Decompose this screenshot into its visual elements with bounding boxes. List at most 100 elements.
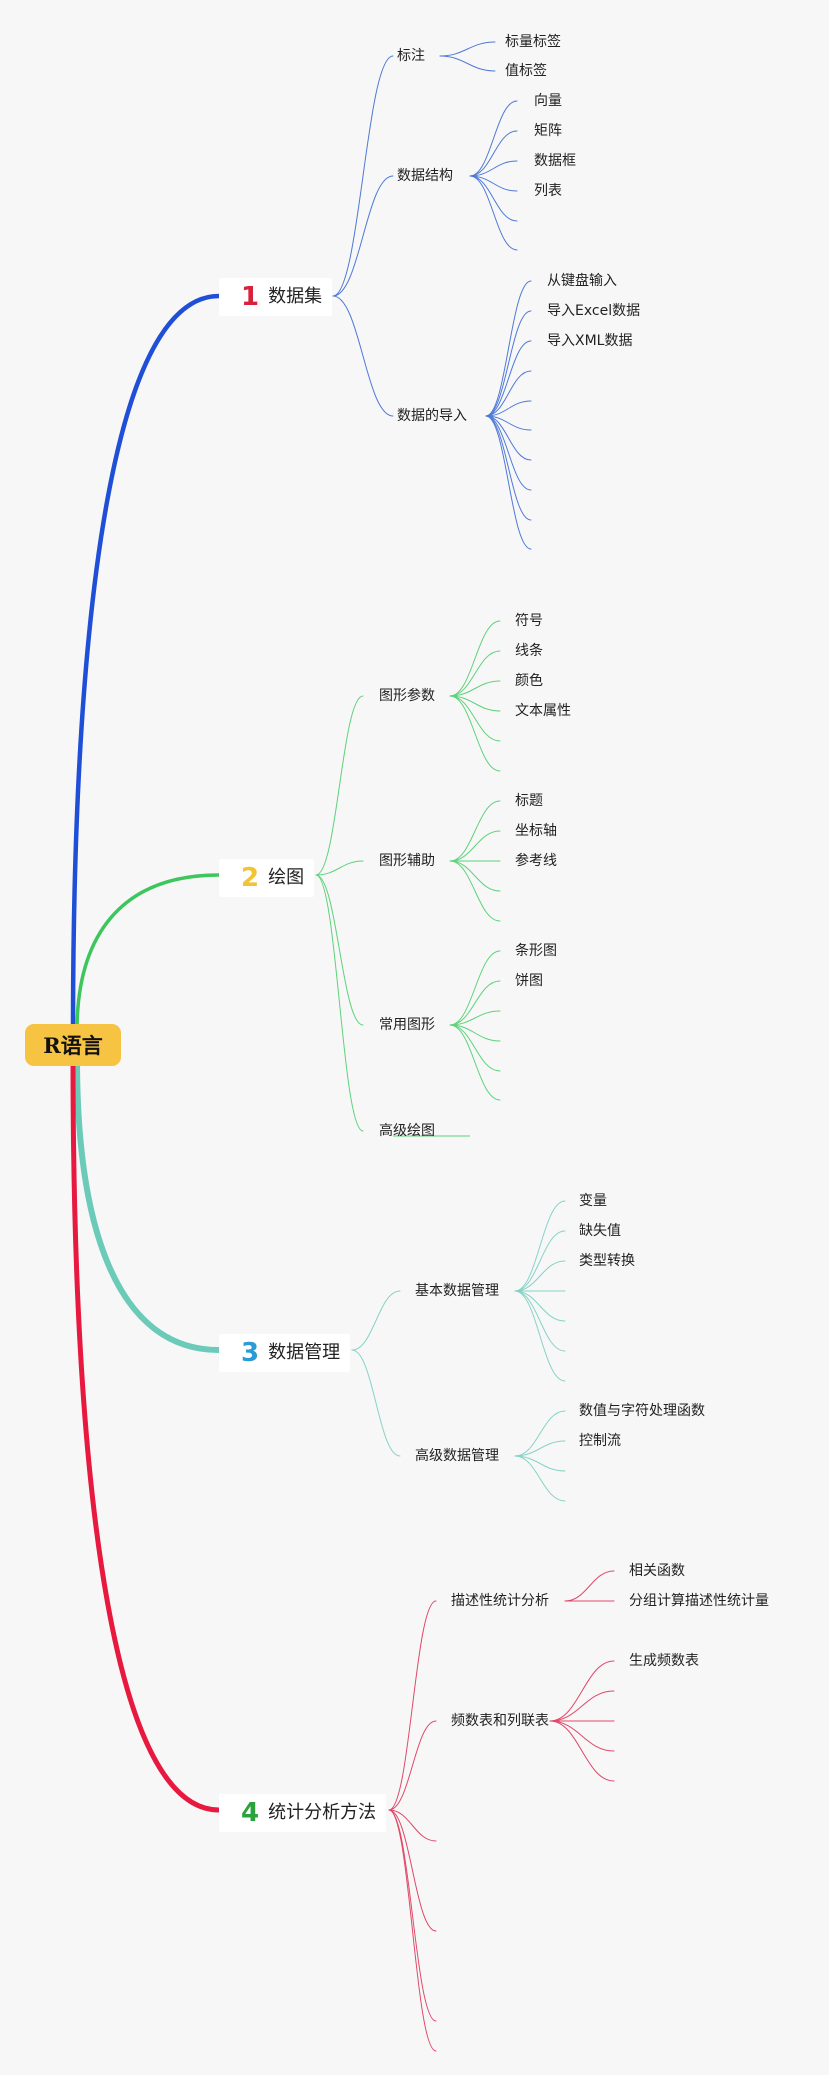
branch-node-4[interactable]: 4 统计分析方法 xyxy=(219,1794,387,1832)
branch-connector-2 xyxy=(75,873,221,1033)
branch-label-3: 数据管理 xyxy=(268,1342,341,1363)
branch-node-3[interactable]: 3 数据管理 xyxy=(219,1334,351,1372)
leaf-label[interactable]: 导入Excel数据 xyxy=(547,303,641,319)
leaf-label[interactable]: 条形图 xyxy=(515,943,557,959)
topic-label[interactable]: 图形参数 xyxy=(379,688,435,704)
leaf-connector xyxy=(449,1024,501,1072)
leaf-connector xyxy=(449,980,501,1026)
leaf-label[interactable]: 矩阵 xyxy=(534,123,562,139)
leaf-label[interactable]: 分组计算描述性统计量 xyxy=(629,1593,769,1609)
leaf-label[interactable]: 数值与字符处理函数 xyxy=(579,1403,705,1419)
leaf-connector xyxy=(449,950,501,1026)
leaf-label[interactable]: 生成频数表 xyxy=(629,1653,699,1669)
leaf-connector xyxy=(439,41,496,57)
leaf-connector xyxy=(469,160,518,177)
leaf-connector xyxy=(485,415,532,491)
leaf-label[interactable]: 向量 xyxy=(534,93,562,109)
branch-connector-3 xyxy=(74,1056,222,1353)
leaf-connector xyxy=(449,860,501,922)
leaf-label[interactable]: 饼图 xyxy=(515,973,543,989)
leaf-connector xyxy=(485,310,532,417)
topic-connector xyxy=(315,874,364,1026)
leaf-connector xyxy=(485,280,532,417)
leaf-label[interactable]: 标题 xyxy=(515,793,543,809)
topic-connector xyxy=(388,1600,437,1811)
leaf-connector xyxy=(549,1720,615,1752)
leaf-label[interactable]: 坐标轴 xyxy=(515,823,557,839)
branch-label-1: 数据集 xyxy=(268,286,323,307)
leaf-label[interactable]: 变量 xyxy=(579,1193,607,1209)
leaf-label[interactable]: 类型转换 xyxy=(579,1253,635,1269)
leaf-label[interactable]: 值标签 xyxy=(505,63,547,79)
leaf-connector xyxy=(549,1720,615,1782)
leaf-connector xyxy=(549,1660,615,1722)
leaf-connector xyxy=(449,860,501,892)
leaf-connector xyxy=(469,100,518,177)
topic-connector xyxy=(351,1349,401,1457)
leaf-connector xyxy=(514,1290,566,1382)
leaf-connector xyxy=(449,1024,501,1101)
topic-label[interactable]: 数据的导入 xyxy=(397,408,467,424)
topic-label[interactable]: 高级绘图 xyxy=(379,1123,435,1139)
leaf-connector xyxy=(469,175,518,251)
leaf-label[interactable]: 列表 xyxy=(534,183,562,199)
topic-label[interactable]: 基本数据管理 xyxy=(415,1283,499,1299)
topic-connector xyxy=(388,1809,437,2052)
leaf-label[interactable]: 缺失值 xyxy=(579,1223,621,1239)
topic-label[interactable]: 常用图形 xyxy=(379,1017,435,1033)
leaf-connector xyxy=(549,1690,615,1722)
leaf-label[interactable]: 符号 xyxy=(515,613,543,629)
leaf-connector xyxy=(485,340,532,417)
topic-connector xyxy=(388,1720,437,1811)
leaf-connector xyxy=(469,130,518,177)
branch-number-1: 1 xyxy=(241,282,260,312)
leaf-connector xyxy=(449,650,501,697)
branch-number-2: 2 xyxy=(241,863,260,893)
leaf-label[interactable]: 导入XML数据 xyxy=(547,333,633,349)
leaf-label[interactable]: 从键盘输入 xyxy=(547,273,617,289)
leaf-connector xyxy=(514,1455,566,1502)
leaf-connector xyxy=(449,695,501,742)
leaf-label[interactable]: 颜色 xyxy=(515,673,543,689)
leaf-connector xyxy=(469,175,518,222)
branch-connector-4 xyxy=(70,1056,222,1813)
leaf-connector xyxy=(514,1410,566,1457)
topic-connector xyxy=(332,295,394,417)
topic-connector xyxy=(315,695,364,876)
leaf-connector xyxy=(514,1200,566,1292)
topic-connector xyxy=(332,55,394,297)
topic-label[interactable]: 描述性统计分析 xyxy=(451,1593,549,1609)
leaf-label[interactable]: 线条 xyxy=(515,643,543,659)
topic-label[interactable]: 标注 xyxy=(397,48,425,64)
root-node[interactable]: R语言 xyxy=(25,1024,121,1066)
leaf-label[interactable]: 控制流 xyxy=(579,1433,621,1449)
topic-label[interactable]: 频数表和列联表 xyxy=(451,1713,549,1729)
leaf-connector xyxy=(564,1570,615,1602)
leaf-label[interactable]: 文本属性 xyxy=(515,703,571,719)
leaf-connector xyxy=(485,400,532,417)
topic-connector xyxy=(332,175,394,297)
topic-connector xyxy=(388,1809,437,2022)
branch-node-2[interactable]: 2 绘图 xyxy=(219,859,315,897)
branch-number-4: 4 xyxy=(241,1798,260,1828)
leaf-connector xyxy=(449,680,501,697)
leaf-connector xyxy=(485,370,532,417)
branch-connector-1 xyxy=(70,293,222,1034)
branch-node-1[interactable]: 1 数据集 xyxy=(219,278,333,316)
leaf-label[interactable]: 数据框 xyxy=(534,153,576,169)
root-label: R语言 xyxy=(43,1033,103,1058)
branch-number-3: 3 xyxy=(241,1338,260,1368)
leaf-label[interactable]: 参考线 xyxy=(515,853,557,869)
topic-label[interactable]: 图形辅助 xyxy=(379,853,435,869)
leaf-connector xyxy=(449,830,501,862)
leaf-connector xyxy=(485,415,532,550)
branch-label-2: 绘图 xyxy=(268,867,305,888)
leaf-label[interactable]: 标量标签 xyxy=(505,34,561,50)
topic-label[interactable]: 高级数据管理 xyxy=(415,1448,499,1464)
leaf-connector xyxy=(449,800,501,862)
branch-label-4: 统计分析方法 xyxy=(268,1802,377,1823)
topic-label[interactable]: 数据结构 xyxy=(397,168,453,184)
leaf-connector xyxy=(514,1290,566,1352)
leaf-label[interactable]: 相关函数 xyxy=(629,1563,685,1579)
